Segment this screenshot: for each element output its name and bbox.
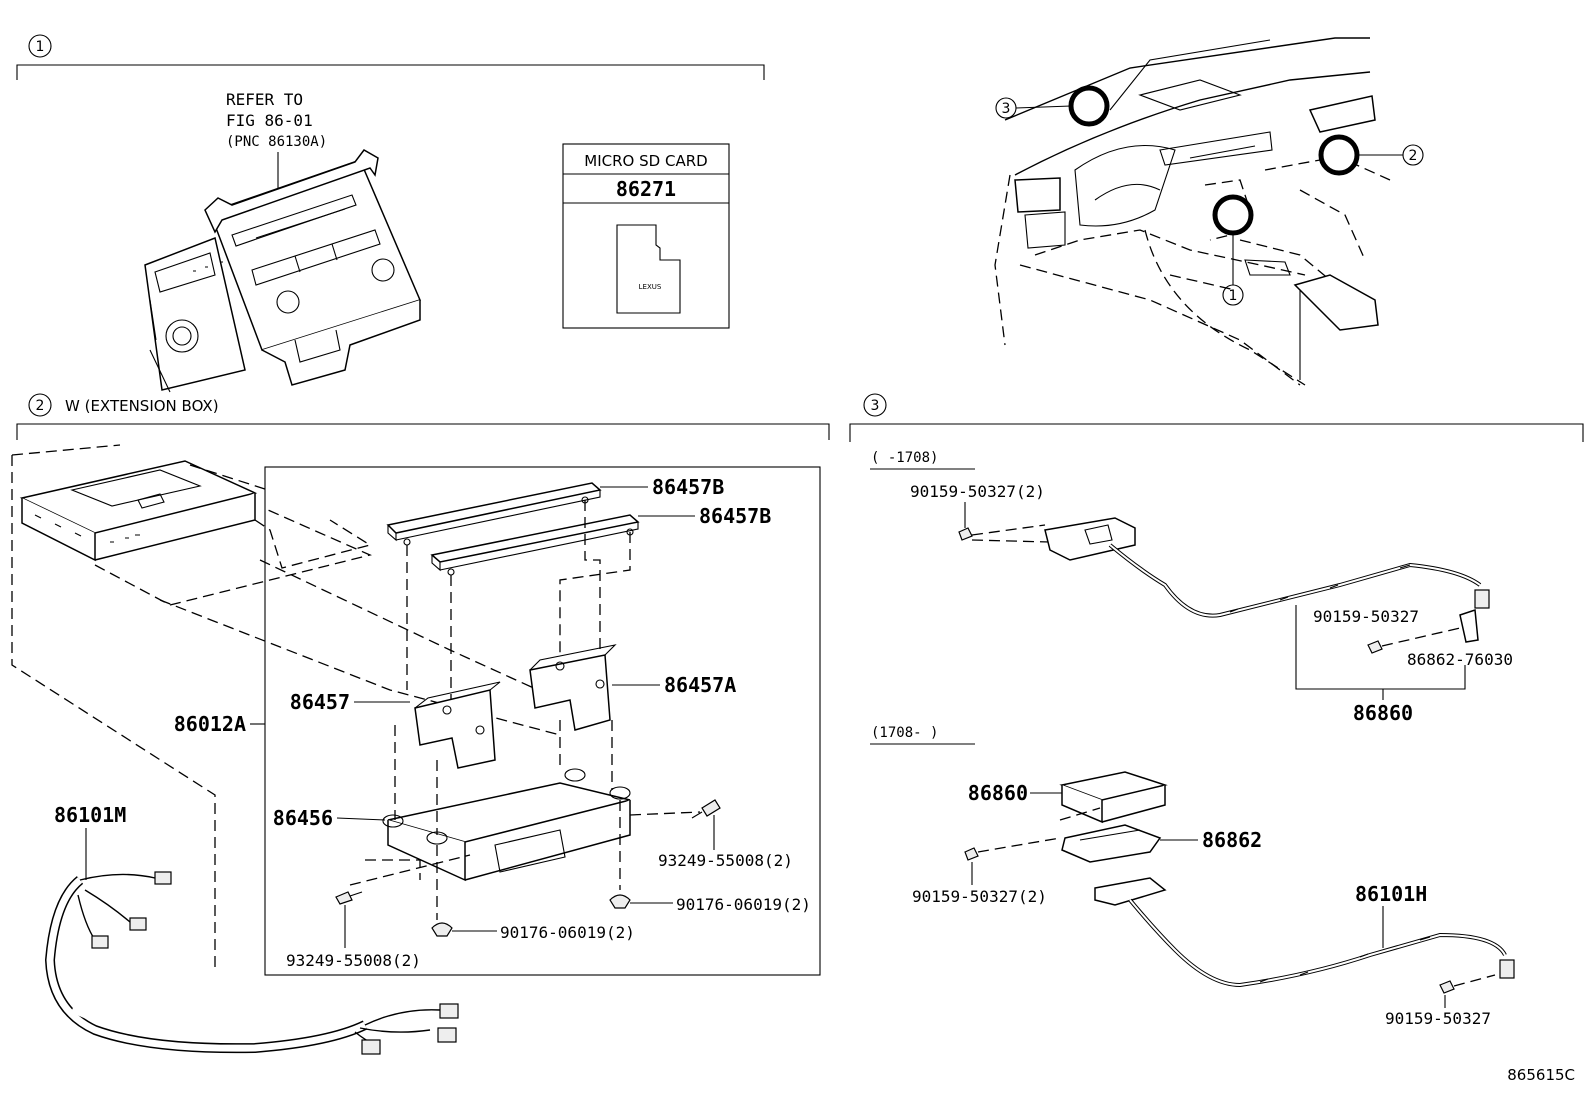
label-early-antenna: 86860 [1353,701,1413,725]
sd-card-brand: LEXUS [639,283,662,291]
location-circle-3 [1068,85,1110,127]
section-2-title: W (EXTENSION BOX) [65,397,219,415]
bracket-86457a [529,644,617,731]
screw-late-bottom [1439,980,1455,994]
dash-marker-2 [1402,144,1424,166]
section-1-marker-label: 1 [36,39,45,55]
label-bolt-left: 93249-55008(2) [286,951,421,970]
dash-marker-3-label: 3 [1002,101,1011,117]
label-86101m: 86101M [54,803,126,827]
label-late-screw-left: 90159-50327(2) [912,887,1047,906]
bolt-right [691,799,721,819]
label-early-screw-mid: 90159-50327 [1313,607,1419,626]
dashboard-locator-view: 3 2 1 [994,37,1424,386]
refer-to-text: REFER TO [226,90,303,109]
label-late-harness: 86101H [1355,882,1427,906]
label-early-bracket: 86862-76030 [1407,650,1513,669]
bracket-late [1061,824,1162,863]
location-circle-2 [1318,134,1360,176]
screw-early-top [958,527,973,541]
section-2-marker-label: 2 [36,398,45,414]
dash-marker-1-label: 1 [1229,288,1238,304]
rail-86457b-lower [430,514,640,576]
micro-sd-card-box: MICRO SD CARD 86271 LEXUS [562,143,730,329]
refer-fig-text: FIG 86-01 [226,111,313,130]
range-late-label: (1708- ) [871,725,938,741]
harness-late [1094,877,1515,988]
label-86457b-upper: 86457B [652,475,724,499]
label-86457: 86457 [290,690,350,714]
sd-card-icon [616,224,681,314]
harness-86101m [44,871,459,1055]
section-1: 1 REFER TO FIG 86-01 (PNC 86130A) [16,34,765,393]
bracket-86457 [414,681,501,769]
head-unit-drawing [144,149,422,393]
label-86457b-lower: 86457B [699,504,771,528]
label-86457a: 86457A [664,673,736,697]
label-late-module: 86860 [968,781,1028,805]
assembly-86012a-box [264,466,821,976]
section-3-bracket-line [849,423,1584,442]
label-86012a: 86012A [174,712,246,736]
section-1-marker [28,34,52,58]
section-3-marker [863,393,887,417]
label-bolt-right: 93249-55008(2) [658,851,793,870]
label-early-screw-top: 90159-50327(2) [910,482,1045,501]
label-86456: 86456 [273,806,333,830]
sd-box-title: MICRO SD CARD [584,152,707,170]
refer-pnc-text: (PNC 86130A) [226,134,327,150]
section-3: 3 ( -1708) 90159-50327(2) 90159-50327 86… [849,393,1584,1028]
bolt-left [335,891,363,905]
antenna-early [1044,517,1490,618]
dash-marker-2-label: 2 [1409,148,1418,164]
dash-marker-3 [995,97,1017,119]
extension-box-unit [19,460,258,562]
label-late-screw-bottom: 90159-50327 [1385,1009,1491,1028]
section-1-bracket-line [16,64,765,80]
label-clip-right: 90176-06019(2) [676,895,811,914]
bracket-early [1459,608,1479,643]
section-2: 2 W (EXTENSION BOX) 86012A [11,393,830,1055]
section-2-marker [28,393,52,417]
label-clip-center: 90176-06019(2) [500,923,635,942]
section-2-bracket-line [16,423,830,440]
screw-early-mid [1367,640,1383,654]
section-3-marker-label: 3 [871,398,880,414]
clip-right [609,894,631,909]
screw-late-left [964,847,979,861]
label-late-bracket: 86862 [1202,828,1262,852]
dash-marker-1 [1222,284,1244,306]
figure-code: 865615C [1507,1066,1575,1084]
range-early-label: ( -1708) [871,450,938,466]
location-circle-1 [1212,194,1254,236]
clip-center [431,922,453,937]
base-86456 [382,768,631,882]
sd-box-part-number: 86271 [616,177,676,201]
